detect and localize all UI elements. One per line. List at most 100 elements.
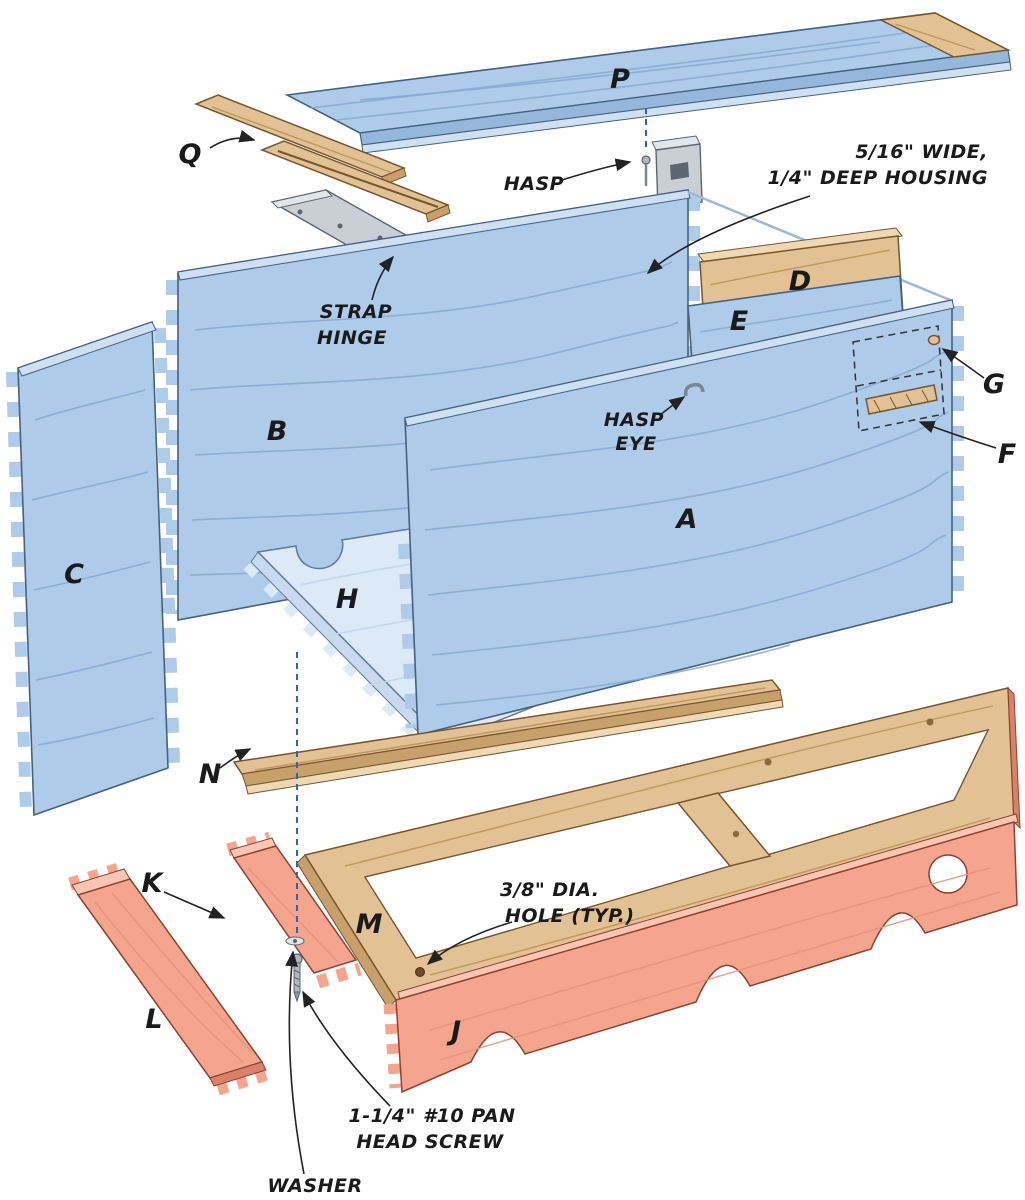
finger-joints-left bbox=[383, 1003, 403, 1089]
breadboard-strip-2-edge bbox=[425, 204, 451, 223]
note-hole-2: HOLE (TYP.) bbox=[505, 905, 635, 927]
label-N: N bbox=[199, 759, 222, 790]
hinge-hole bbox=[337, 223, 343, 229]
leader-F bbox=[918, 420, 997, 449]
housing-strip-F bbox=[865, 384, 938, 415]
grain-lines bbox=[31, 389, 155, 746]
breadboard-groove bbox=[277, 150, 439, 208]
cleat-lower-edge bbox=[245, 699, 784, 795]
part-side-apron-L bbox=[68, 861, 272, 1096]
end-panel-top-edge bbox=[17, 321, 157, 377]
leader-hasp-eye bbox=[659, 396, 686, 416]
leader-N bbox=[219, 748, 252, 769]
part-side-apron-K bbox=[226, 831, 362, 989]
label-Q: Q bbox=[179, 139, 202, 170]
lid-breadboard-end bbox=[878, 12, 1011, 58]
note-housing-2: 1/4" DEEP HOUSING bbox=[768, 167, 988, 189]
leader-K bbox=[163, 891, 226, 919]
grain-line bbox=[894, 23, 976, 51]
note-screw-2: HEAD SCREW bbox=[356, 1131, 504, 1153]
part-cleat-N bbox=[232, 679, 784, 795]
finger-joints-front bbox=[316, 962, 362, 989]
tray-back-top-edge bbox=[697, 227, 903, 263]
finger-joints-left bbox=[393, 423, 418, 729]
grain-line bbox=[211, 106, 391, 173]
grain-lines bbox=[429, 867, 1001, 1061]
note-hole-1: 3/8" DIA. bbox=[500, 879, 600, 901]
screw-hole bbox=[764, 758, 772, 766]
label-K: K bbox=[142, 868, 165, 899]
label-D: D bbox=[789, 266, 811, 297]
screw-tip bbox=[293, 991, 301, 1003]
hasp-screw-head bbox=[641, 155, 651, 165]
housing-detail bbox=[852, 325, 945, 432]
part-breadboard-Q bbox=[193, 94, 451, 223]
apron-face bbox=[232, 845, 358, 974]
label-E: E bbox=[730, 306, 749, 337]
label-H: H bbox=[336, 584, 359, 615]
housing-layout-dashed bbox=[852, 325, 945, 432]
note-hasp-eye-2: EYE bbox=[615, 433, 656, 455]
finger-joints-back bbox=[68, 861, 124, 891]
screw-hole bbox=[732, 830, 740, 838]
grain-line bbox=[247, 867, 339, 963]
label-P: P bbox=[610, 64, 630, 95]
pilot-hole bbox=[415, 967, 425, 977]
back-panel-top-edge bbox=[177, 189, 691, 281]
base-frame bbox=[296, 686, 1021, 1009]
finger-joints-right bbox=[154, 327, 180, 765]
part-end-panel-C bbox=[6, 320, 180, 817]
hinge-hole bbox=[297, 209, 303, 215]
grain-lines bbox=[94, 892, 253, 1063]
note-hasp-eye-1: HASP bbox=[604, 409, 664, 431]
apron-top-edge bbox=[397, 813, 1019, 1001]
hasp-slot bbox=[670, 162, 689, 180]
grain-line bbox=[699, 299, 893, 333]
part-front-apron-J bbox=[383, 813, 1019, 1094]
part-lid-P bbox=[284, 12, 1012, 154]
leader-hasp bbox=[561, 158, 632, 181]
leader-screw bbox=[302, 990, 391, 1107]
leader-hole bbox=[426, 921, 513, 966]
apron-face bbox=[76, 878, 264, 1079]
label-F: F bbox=[998, 439, 1017, 470]
part-front-panel-A bbox=[393, 299, 964, 737]
screw-threads bbox=[293, 969, 301, 988]
label-G: G bbox=[983, 369, 1005, 400]
note-housing-1: 5/16" WIDE, bbox=[855, 141, 988, 163]
housing-strip-hatch bbox=[873, 389, 929, 412]
finger-joints-front bbox=[216, 1066, 272, 1096]
washer-hole bbox=[293, 939, 297, 943]
grain-line bbox=[254, 687, 766, 771]
finger-joints-left bbox=[6, 371, 32, 813]
housing-layout-line bbox=[856, 369, 942, 387]
label-M: M bbox=[356, 909, 383, 940]
annotation-text: HASP 5/16" WIDE, 1/4" DEEP HOUSING STRAP… bbox=[267, 141, 988, 1197]
frame-opening bbox=[364, 729, 990, 959]
label-L: L bbox=[145, 1004, 162, 1035]
apron-face bbox=[395, 821, 1018, 1094]
note-hasp: HASP bbox=[504, 173, 564, 195]
part-letters: P Q B C D E G F A H N K M J L bbox=[64, 64, 1017, 1047]
frame-cross-rail-top bbox=[676, 792, 772, 867]
lid-front-tongue bbox=[361, 61, 1012, 154]
leader-lines bbox=[163, 130, 997, 1175]
corner-cutout bbox=[928, 854, 968, 894]
leader-strap-hinge bbox=[371, 255, 395, 301]
front-panel-top-edge bbox=[404, 299, 955, 427]
note-strap-1: STRAP bbox=[320, 301, 392, 323]
grain-lines bbox=[344, 705, 994, 976]
apron-lower-edge bbox=[209, 1061, 267, 1087]
finger-joints-back bbox=[226, 831, 272, 857]
peg-G bbox=[927, 334, 941, 346]
leader-G bbox=[941, 348, 985, 379]
grain-lines bbox=[310, 24, 984, 121]
hasp-eye bbox=[683, 382, 705, 397]
leader-Q bbox=[209, 130, 256, 149]
label-A: A bbox=[675, 504, 698, 535]
leader-washer bbox=[285, 950, 305, 1175]
end-panel-face bbox=[17, 320, 169, 817]
frame-right-end-sliver bbox=[1007, 686, 1021, 830]
